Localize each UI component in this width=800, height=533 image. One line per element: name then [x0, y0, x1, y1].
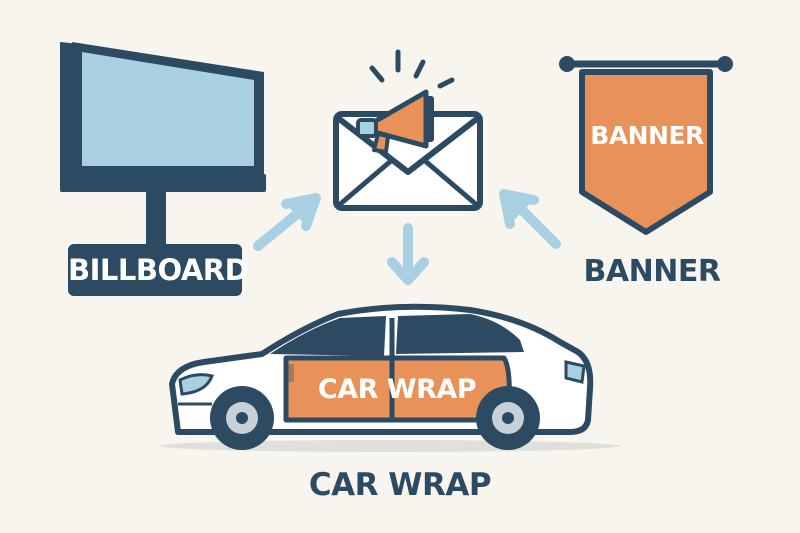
envelope-megaphone-icon: [333, 49, 483, 211]
banner-inner-text: BANNER: [590, 121, 704, 150]
car-wrap-caption: CAR WRAP: [308, 467, 492, 503]
arrow-billboard-to-hub: [253, 193, 321, 251]
billboard-icon: [60, 42, 266, 251]
car-icon: [160, 303, 620, 452]
car-wrap-inner-text: CAR WRAP: [317, 374, 477, 405]
arrow-banner-to-hub: [499, 189, 561, 249]
hanging-banner-icon: [559, 56, 733, 235]
banner-caption: BANNER: [583, 254, 721, 289]
billboard-label: BILLBOARD: [68, 244, 249, 296]
arrow-hub-to-car: [387, 223, 429, 285]
